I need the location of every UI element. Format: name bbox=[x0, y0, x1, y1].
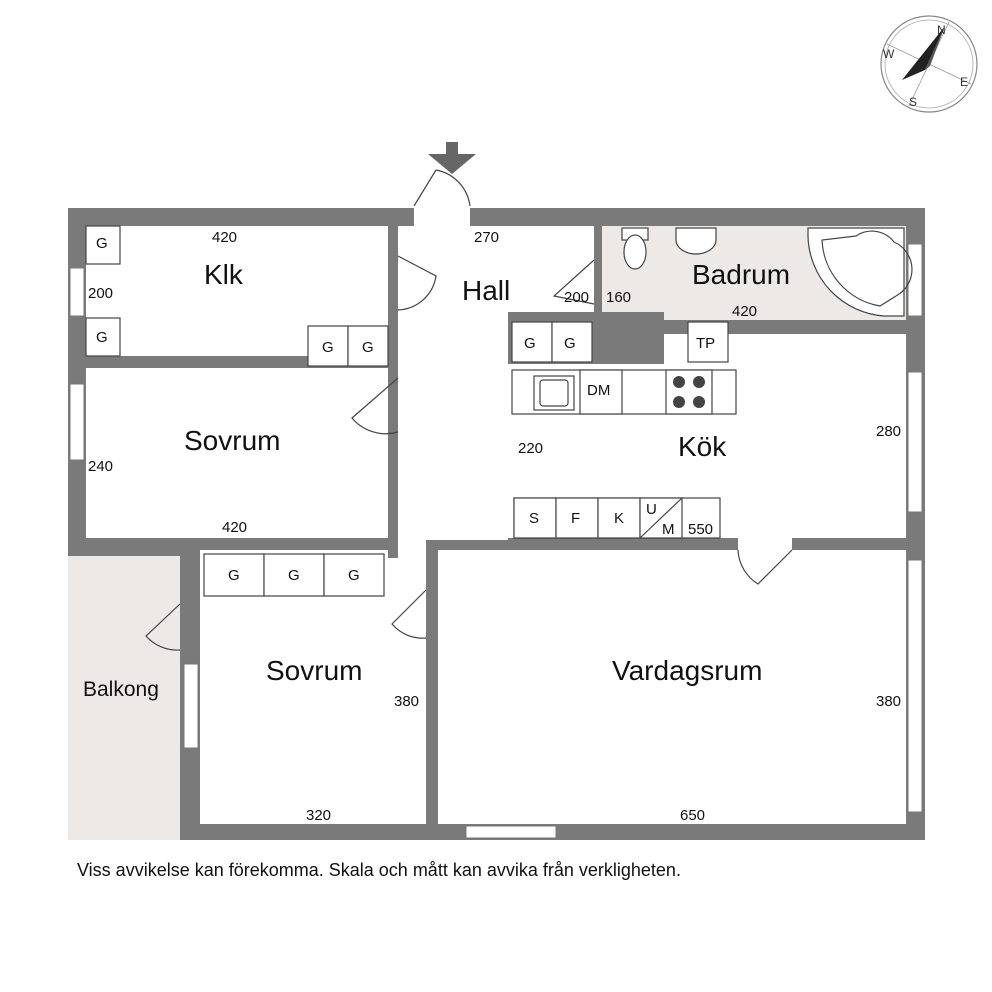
window bbox=[183, 663, 199, 749]
sovrum-bottom-door bbox=[391, 589, 427, 639]
cabinet bbox=[597, 497, 641, 539]
dimension: 320 bbox=[306, 807, 331, 824]
room-label-vardagsrum: Vardagsrum bbox=[612, 655, 762, 686]
toilet-icon bbox=[623, 234, 647, 270]
disclaimer-text: Viss avvikelse kan förekomma. Skala och … bbox=[77, 860, 681, 880]
sovrum-top-floor bbox=[86, 368, 388, 538]
compass-west: W bbox=[883, 47, 895, 61]
stove bbox=[665, 369, 713, 415]
vardagsrum-floor bbox=[438, 550, 906, 824]
fridge bbox=[513, 497, 557, 539]
entrance-door bbox=[413, 169, 471, 207]
fixture-labels: G G G G G G TP DM S F K U M G G G bbox=[96, 235, 715, 584]
windows bbox=[69, 243, 923, 839]
dimension: 650 bbox=[680, 807, 705, 824]
wardrobe-label: G bbox=[288, 567, 300, 584]
wardrobe bbox=[203, 553, 265, 597]
fridge-label: S bbox=[529, 510, 539, 527]
dimension: 220 bbox=[518, 440, 543, 457]
doors bbox=[145, 169, 793, 651]
dimension: 280 bbox=[876, 423, 901, 440]
dimension: 420 bbox=[222, 519, 247, 536]
dimension: 200 bbox=[88, 285, 113, 302]
room-label-badrum: Badrum bbox=[692, 259, 790, 290]
dimension: 420 bbox=[212, 229, 237, 246]
wardrobe-label: G bbox=[524, 335, 536, 352]
dimension: 380 bbox=[876, 693, 901, 710]
wardrobe-label: G bbox=[96, 329, 108, 346]
fixtures bbox=[85, 225, 913, 597]
wardrobe-label: G bbox=[96, 235, 108, 252]
dishwasher-label: DM bbox=[587, 382, 610, 399]
room-label-balkong: Balkong bbox=[83, 678, 159, 701]
window bbox=[69, 383, 85, 461]
kok-door bbox=[737, 549, 793, 585]
dimension: 380 bbox=[394, 693, 419, 710]
compass-east: E bbox=[960, 75, 968, 89]
wardrobe-label: G bbox=[362, 339, 374, 356]
wardrobe bbox=[85, 317, 121, 357]
freezer-label: F bbox=[571, 510, 580, 527]
wardrobe bbox=[323, 553, 385, 597]
room-label-klk: Klk bbox=[204, 259, 244, 290]
wardrobe-label: G bbox=[322, 339, 334, 356]
drying-cabinet-label: TP bbox=[696, 335, 715, 352]
dimension: 240 bbox=[88, 458, 113, 475]
wardrobe bbox=[347, 325, 389, 367]
dimension-labels: 420 200 270 200 160 420 240 420 280 220 … bbox=[88, 229, 901, 824]
compass-south: S bbox=[909, 95, 917, 109]
room-label-sovrum-bottom: Sovrum bbox=[266, 655, 362, 686]
dimension: 270 bbox=[474, 229, 499, 246]
klk-door bbox=[397, 255, 437, 311]
room-label-kok: Kök bbox=[678, 431, 727, 462]
room-label-sovrum-top: Sovrum bbox=[184, 425, 280, 456]
cabinet-label: K bbox=[614, 510, 624, 527]
drying-cabinet bbox=[687, 321, 729, 363]
entrance-arrow-icon bbox=[428, 142, 476, 174]
wardrobe-label: G bbox=[564, 335, 576, 352]
badrum-door bbox=[552, 259, 595, 305]
dishwasher bbox=[579, 369, 623, 415]
dimension: 420 bbox=[732, 303, 757, 320]
compass-north: N bbox=[937, 23, 946, 37]
wardrobe bbox=[307, 325, 349, 367]
window bbox=[907, 371, 923, 513]
dimension: 160 bbox=[606, 289, 631, 306]
window bbox=[69, 267, 85, 317]
dimension: 550 bbox=[688, 521, 713, 538]
wardrobe-label: G bbox=[348, 567, 360, 584]
sink-icon bbox=[675, 227, 717, 255]
dimension: 200 bbox=[564, 289, 589, 306]
balkong-door bbox=[145, 603, 181, 651]
bathtub-icon bbox=[807, 227, 905, 317]
window bbox=[907, 559, 923, 813]
microwave-label-bottom: M bbox=[662, 521, 675, 538]
wardrobe bbox=[551, 321, 593, 363]
wardrobe bbox=[85, 225, 121, 265]
microwave-label-top: U bbox=[646, 501, 657, 518]
room-labels: Klk Hall Badrum Sovrum Kök Sovrum Vardag… bbox=[83, 259, 790, 701]
wardrobe-label: G bbox=[228, 567, 240, 584]
sovrum-top-door bbox=[351, 377, 399, 435]
window bbox=[465, 825, 557, 839]
room-label-hall: Hall bbox=[462, 275, 510, 306]
compass-rose-icon: N E S W bbox=[880, 15, 978, 113]
